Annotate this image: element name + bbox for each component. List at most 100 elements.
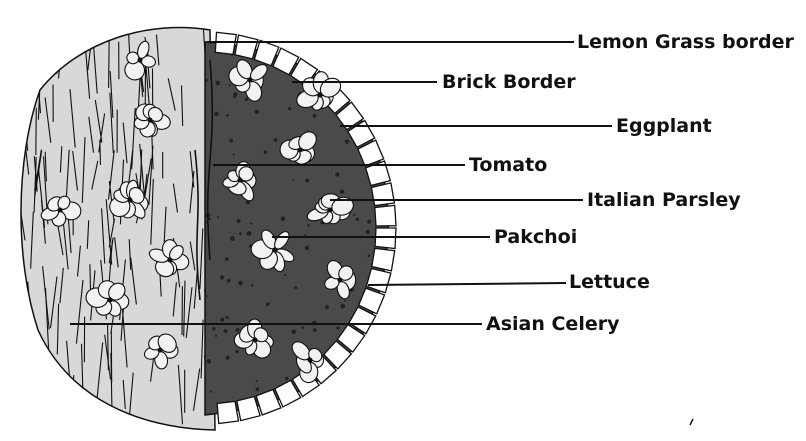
plant-center [273, 248, 278, 253]
soil-speck [239, 232, 242, 235]
soil-speck [284, 274, 286, 276]
brick [215, 32, 236, 54]
soil-speck [307, 224, 309, 226]
soil-speck [305, 178, 309, 182]
soil-speck [340, 379, 343, 382]
plant-center [58, 208, 63, 213]
soil-speck [288, 107, 291, 110]
soil-speck [345, 140, 349, 144]
soil-speck [220, 275, 224, 279]
soil-speck [362, 405, 364, 407]
soil-speck [233, 153, 235, 155]
grass-blade [22, 369, 26, 422]
soil-speck [387, 46, 390, 49]
plant-center [253, 338, 258, 343]
plant-center [128, 198, 133, 203]
soil-speck [247, 231, 252, 236]
soil-speck [353, 388, 357, 392]
grass-blade [54, 380, 58, 425]
soil-speck [316, 45, 318, 47]
soil-speck [340, 304, 345, 309]
soil-speck [325, 305, 329, 309]
plant-center [328, 208, 333, 213]
brick [375, 205, 396, 226]
grass-blade [50, 6, 55, 65]
soil-speck [340, 190, 344, 194]
soil-speck [212, 327, 215, 330]
soil-speck [367, 220, 371, 224]
label-lettuce: Lettuce [569, 273, 650, 292]
soil-speck [229, 139, 233, 143]
soil-speck [302, 326, 305, 329]
label-brick-border: Brick Border [442, 73, 576, 92]
soil-speck [227, 279, 231, 283]
soil-speck [251, 284, 253, 286]
soil-speck [293, 179, 295, 181]
soil-speck [236, 328, 240, 332]
soil-speck [238, 281, 243, 286]
soil-speck [344, 300, 346, 302]
soil-speck [294, 286, 297, 289]
soil-speck [305, 246, 309, 250]
plant-center [338, 278, 343, 283]
grass-blade [50, 45, 57, 74]
soil-speck [205, 295, 207, 297]
soil-speck [360, 69, 363, 72]
soil-speck [385, 369, 388, 372]
soil-speck [374, 407, 377, 410]
soil-speck [381, 326, 384, 329]
soil-speck [368, 254, 371, 257]
soil-speck [230, 236, 235, 241]
label-lemon-grass-border: Lemon Grass border [577, 33, 794, 52]
soil-speck [269, 302, 271, 304]
soil-speck [264, 150, 268, 154]
soil-speck [226, 316, 229, 319]
soil-speck [376, 70, 378, 72]
soil-speck [233, 96, 236, 99]
soil-speck [251, 223, 253, 225]
label-eggplant: Eggplant [616, 117, 712, 136]
soil-speck [226, 356, 230, 360]
plant-center [238, 178, 243, 183]
soil-speck [220, 318, 224, 322]
soil-speck [250, 223, 252, 225]
brick [217, 401, 238, 423]
soil-speck [245, 98, 248, 101]
soil-speck [224, 329, 228, 333]
soil-speck [207, 359, 212, 364]
plant-center [138, 58, 143, 63]
plant-center [168, 258, 173, 263]
soil-speck [387, 293, 392, 298]
soil-speck [256, 380, 258, 382]
brick [371, 183, 394, 206]
plant-center [158, 348, 163, 353]
soil-speck [225, 258, 229, 262]
soil-speck [210, 390, 212, 392]
soil-speck [233, 233, 235, 235]
plant-center [248, 78, 253, 83]
soil-speck [255, 110, 259, 114]
soil-speck [372, 342, 376, 346]
grass-blade [74, 404, 81, 430]
plant-center [298, 148, 303, 153]
soil-speck [353, 214, 355, 216]
soil-speck [369, 348, 372, 351]
soil-speck [331, 45, 333, 47]
soil-speck [329, 72, 331, 74]
soil-speck [356, 218, 359, 221]
soil-speck [256, 387, 260, 391]
label-pakchoi: Pakchoi [494, 228, 577, 247]
soil-speck [216, 81, 221, 86]
soil-speck [389, 408, 391, 410]
soil-speck [366, 230, 370, 234]
soil-speck [335, 172, 339, 176]
soil-speck [235, 350, 239, 354]
soil-speck [358, 378, 362, 382]
grass-blade [90, 264, 91, 293]
soil-speck [317, 54, 321, 58]
soil-speck [215, 335, 217, 337]
soil-speck [217, 216, 219, 218]
soil-speck [285, 377, 288, 380]
